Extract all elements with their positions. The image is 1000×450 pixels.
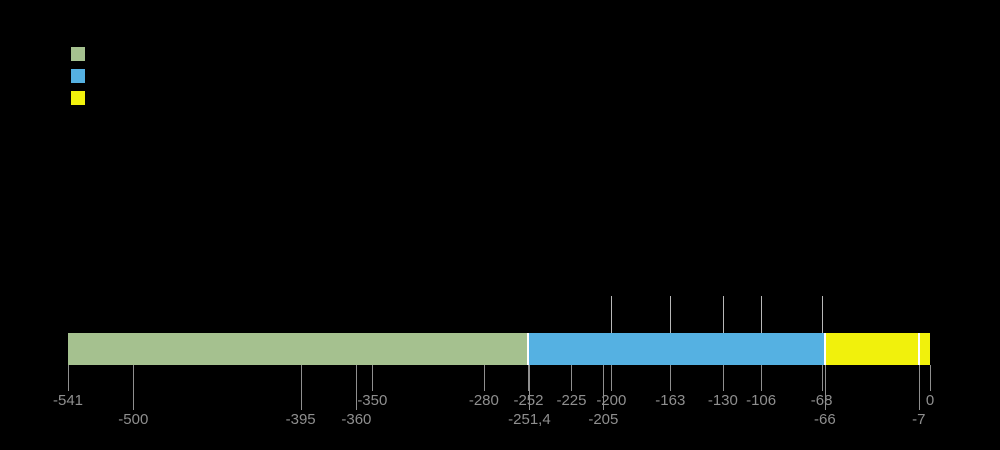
axis-tick-label: 0 [925, 392, 935, 409]
axis-tick [722, 365, 724, 391]
timeline-segment-1 [68, 333, 529, 365]
axis-tick [761, 365, 763, 391]
upper-marker-line [611, 296, 613, 333]
legend-swatch-yellow [71, 91, 85, 105]
axis-tick-label: -280 [468, 392, 499, 409]
axis-tick-label: -200 [596, 392, 627, 409]
axis-tick-label: -252 [513, 393, 543, 409]
segment-divider-line [823, 333, 826, 365]
axis-tick [821, 365, 823, 391]
axis-tick-label: -395 [285, 411, 316, 428]
axis-tick [483, 365, 485, 391]
legend-swatch-green [71, 47, 85, 61]
axis-tick [611, 365, 613, 391]
axis-tick-label: -205 [588, 411, 619, 428]
axis-tick-label: -500 [118, 411, 149, 428]
axis-tick [356, 365, 358, 410]
axis-tick [930, 365, 931, 391]
axis-tick [68, 365, 69, 391]
legend [71, 47, 85, 113]
axis-tick [133, 365, 135, 410]
axis-tick-label: -66 [813, 411, 836, 428]
axis-tick [603, 365, 605, 410]
axis-tick [528, 365, 530, 391]
axis-tick [529, 365, 531, 410]
timeline-segment-2 [528, 333, 825, 365]
segment-divider-line [527, 333, 530, 365]
axis-tick [824, 365, 826, 410]
legend-swatch-blue [71, 69, 85, 83]
upper-marker-line [670, 296, 672, 333]
axis-tick-label: -541 [52, 392, 84, 409]
axis-tick-label: -225 [556, 392, 587, 409]
axis-tick-label: -350 [357, 392, 388, 409]
upper-marker-line [761, 296, 763, 333]
axis-tick-label: -106 [746, 392, 777, 409]
axis-tick-label: -360 [341, 411, 372, 428]
axis-tick-label: -130 [707, 392, 738, 409]
axis-tick [300, 365, 302, 410]
axis-tick [670, 365, 672, 391]
upper-marker-line [722, 296, 724, 333]
axis-tick [571, 365, 573, 391]
axis-tick [918, 365, 920, 410]
axis-tick-label: -68 [810, 392, 833, 409]
axis-tick [372, 365, 374, 391]
axis-tick-label: -251,4 [508, 411, 551, 428]
timeline-segment-3 [824, 333, 930, 365]
upper-marker-line [821, 296, 823, 333]
segment-divider-line [917, 333, 920, 365]
axis-tick-label: -163 [655, 392, 686, 409]
axis-tick-label: -7 [912, 411, 926, 428]
